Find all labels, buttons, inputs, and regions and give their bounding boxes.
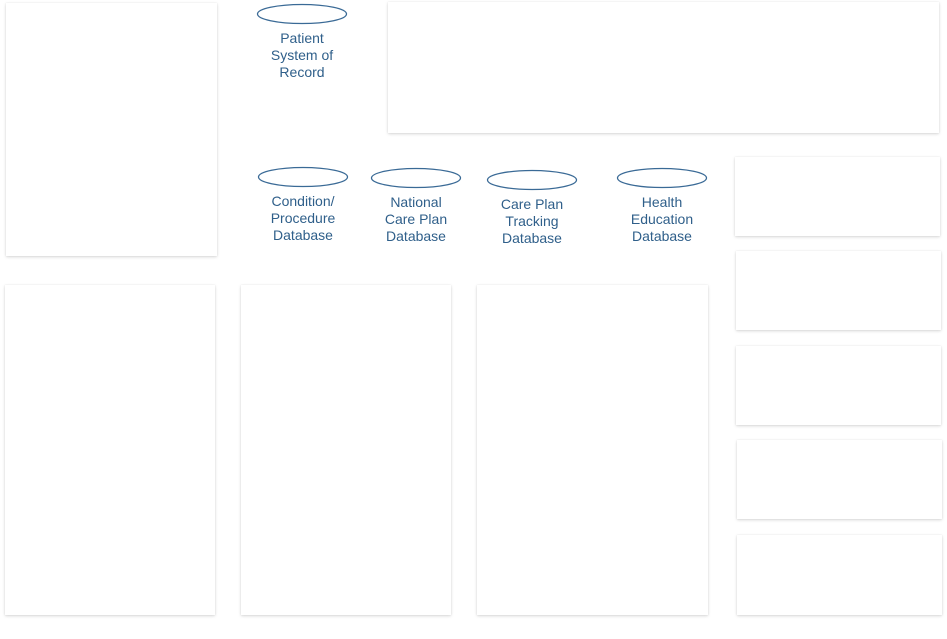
- top-wide-panel: [388, 2, 939, 133]
- bottom-column-panel-3: [477, 285, 708, 615]
- bottom-column-panel-1: [5, 285, 215, 615]
- bottom-column-panel-2: [241, 285, 451, 615]
- right-card-3: [736, 346, 941, 425]
- top-left-panel: [6, 3, 217, 256]
- database-icon: [257, 166, 349, 188]
- database-label: Health Education Database: [630, 194, 694, 244]
- database-icon: [256, 3, 348, 25]
- right-card-2: [736, 251, 941, 330]
- database-icon: [486, 169, 578, 191]
- database-label: Care Plan Tracking Database: [500, 196, 564, 246]
- database-patient-system-of-record: Patient System of Record: [247, 3, 357, 81]
- right-card-4: [737, 440, 942, 519]
- database-national-care-plan: National Care Plan Database: [361, 167, 471, 245]
- right-card-5: [737, 535, 942, 615]
- database-condition-procedure: Condition/ Procedure Database: [248, 166, 358, 244]
- right-card-1: [735, 157, 940, 236]
- database-health-education: Health Education Database: [607, 167, 717, 245]
- database-label: National Care Plan Database: [384, 194, 448, 244]
- database-care-plan-tracking: Care Plan Tracking Database: [477, 169, 587, 247]
- database-icon: [370, 167, 462, 189]
- database-icon: [616, 167, 708, 189]
- database-label: Condition/ Procedure Database: [270, 193, 336, 243]
- database-label: Patient System of Record: [270, 30, 334, 80]
